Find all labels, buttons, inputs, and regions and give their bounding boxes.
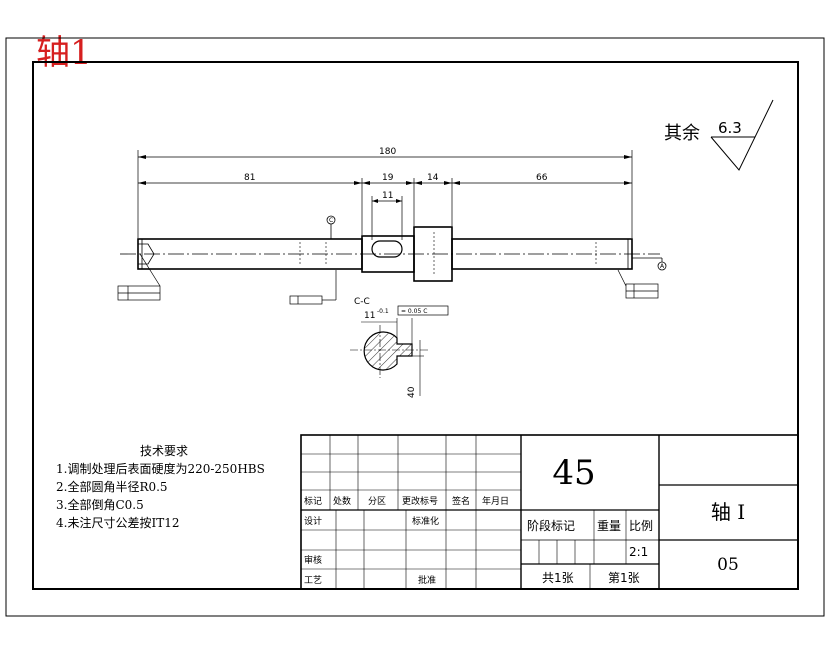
tolerance-frames: [117, 253, 659, 305]
tb-header-mark: 标记: [304, 495, 322, 507]
tb-stage: 阶段标记: [527, 518, 575, 533]
dim-overall: 180: [379, 147, 396, 157]
tb-header-zone: 分区: [368, 496, 386, 507]
roughness-label: 其余: [664, 123, 700, 144]
roughness-value: 6.3: [718, 119, 742, 137]
title-block-grid: [300, 434, 799, 590]
tb-header-change: 更改标号: [402, 495, 438, 507]
tb-header-sign: 签名: [452, 495, 470, 507]
tb-header-date: 年月日: [482, 495, 509, 507]
tech-item-2: 2.全部圆角半径R0.5: [56, 479, 168, 494]
tech-item-1: 1.调制处理后表面硬度为220-250HBS: [56, 461, 265, 476]
tb-part-name: 轴 I: [711, 500, 745, 524]
tech-item-3: 3.全部倒角C0.5: [56, 497, 144, 512]
dim-seg4: 66: [536, 173, 548, 183]
page-title: 轴1: [36, 33, 92, 73]
tb-role-design: 设计: [304, 515, 322, 527]
tb-header-count: 处数: [333, 495, 351, 507]
section-label: C-C: [354, 297, 370, 307]
datum-symbols: [326, 215, 667, 271]
section-tolerance-frame: = 0.05 C: [401, 308, 427, 315]
tb-weight: 重量: [597, 519, 621, 533]
tb-sheets-total: 共1张: [542, 571, 574, 585]
tb-role-process: 工艺: [304, 575, 322, 586]
dim-seg1: 81: [244, 173, 255, 183]
dim-seg3: 14: [427, 173, 439, 183]
tb-role-approve: 批准: [418, 574, 436, 586]
datum-a: A: [660, 263, 665, 270]
section-diameter: 40: [407, 386, 417, 398]
shaft-main-view: [120, 226, 660, 282]
outer-frame: [5, 37, 825, 617]
roughness-symbol: 其余 6.3: [664, 99, 774, 171]
keyway-slot: [371, 240, 403, 258]
tb-scale-label: 比例: [629, 519, 653, 533]
dim-seg2: 19: [382, 173, 394, 183]
dimension-arrows: [138, 155, 632, 203]
tb-material: 45: [552, 453, 595, 493]
tb-scale: 2:1: [629, 545, 648, 559]
section-shape: [363, 331, 413, 371]
tb-role-review: 审核: [304, 554, 322, 566]
tb-sheet-no: 第1张: [608, 571, 640, 585]
section-width-tol: -0.1: [377, 308, 389, 315]
section-view: C-C 11 -0.1 = 0.05 C 40: [350, 297, 449, 398]
tech-item-4: 4.未注尺寸公差按IT12: [56, 515, 179, 530]
datum-c: C: [329, 217, 333, 224]
dim-keyway-length: 11: [382, 191, 393, 201]
shaft-right-section: [451, 238, 633, 270]
tech-heading: 技术要求: [140, 444, 188, 458]
tb-drawing-no: 05: [717, 555, 739, 575]
tb-role-standard: 标准化: [412, 515, 439, 527]
tech-requirements: 技术要求 1.调制处理后表面硬度为220-250HBS 2.全部圆角半径R0.5…: [56, 444, 265, 530]
section-width-dim: 11: [364, 311, 375, 321]
center-hole: [138, 243, 155, 265]
